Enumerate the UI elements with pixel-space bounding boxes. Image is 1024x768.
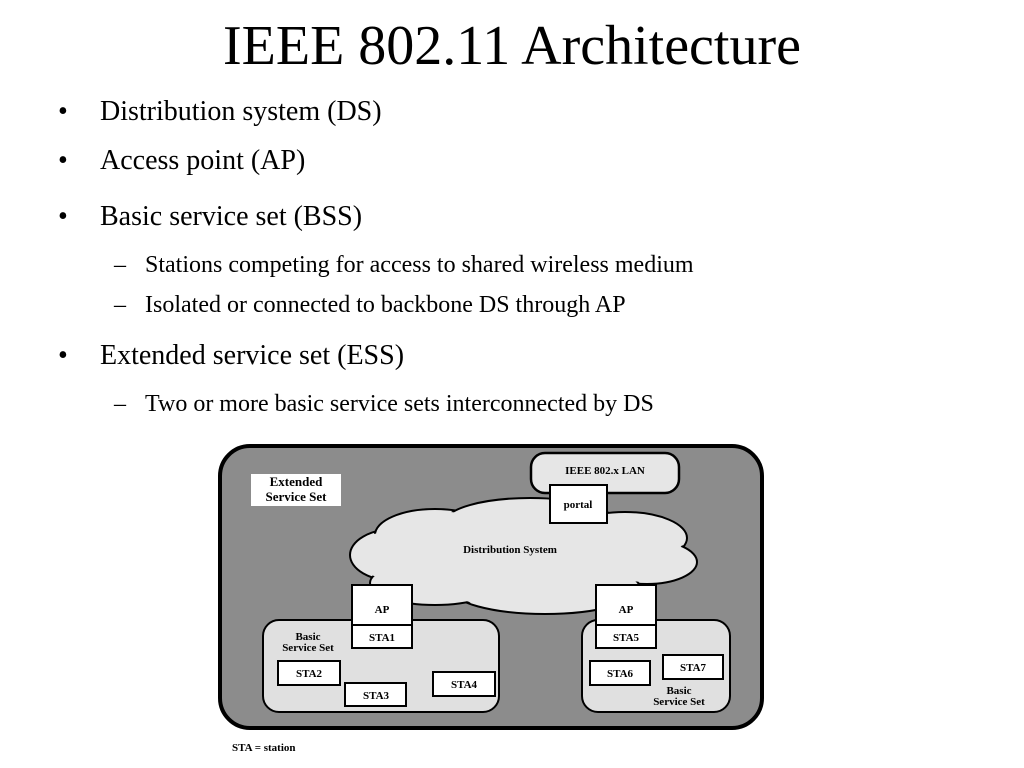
portal-label: portal xyxy=(564,499,593,511)
sta2-label: STA2 xyxy=(296,668,323,680)
portal-box xyxy=(549,484,608,524)
bss2-label-line2: Service Set xyxy=(653,696,705,708)
sub-bullet-dash: – xyxy=(114,252,126,278)
distribution-system-cloud xyxy=(349,497,698,615)
bss2-ap-box xyxy=(595,584,657,626)
bss1-ap-box xyxy=(351,584,413,626)
sta4-label: STA4 xyxy=(451,679,478,691)
bullet-text: Distribution system (DS) xyxy=(100,96,382,127)
legend-text: STA = station xyxy=(232,742,296,754)
slide-title: IEEE 802.11 Architecture xyxy=(223,15,801,77)
sta4-box xyxy=(432,671,496,697)
bss1-label-line2: Service Set xyxy=(282,642,334,654)
sta3-box xyxy=(344,682,407,707)
sta5-label: STA5 xyxy=(613,632,640,644)
sub-bullet-text: Two or more basic service sets interconn… xyxy=(145,391,654,417)
bullet-text: Basic service set (BSS) xyxy=(100,201,363,232)
bss2-label-line1: Basic xyxy=(666,685,691,697)
sub-bullet-text: Stations competing for access to shared … xyxy=(145,252,694,278)
bullet-text: Extended service set (ESS) xyxy=(100,340,405,371)
sta3-label: STA3 xyxy=(363,690,390,702)
lan-label: IEEE 802.x LAN xyxy=(565,465,645,477)
bullet-text: Access point (AP) xyxy=(100,145,306,176)
sub-bullet-dash: – xyxy=(114,292,126,318)
sub-bullet-dash: – xyxy=(114,391,126,417)
bss2-ap-label: AP xyxy=(619,604,634,616)
sub-bullet-text: Isolated or connected to backbone DS thr… xyxy=(145,292,626,318)
bullet-dot: • xyxy=(58,201,68,232)
bss1-ap-label: AP xyxy=(375,604,390,616)
ess-label-box xyxy=(251,474,341,506)
sta6-box xyxy=(589,660,651,686)
ess-label-line1: Extended xyxy=(270,474,324,489)
sta7-box xyxy=(662,654,724,680)
sta5-box xyxy=(595,624,657,649)
sta1-box xyxy=(351,624,413,649)
sta6-label: STA6 xyxy=(607,668,634,680)
sta7-label: STA7 xyxy=(680,662,707,674)
ess-diagram: Extended Service Set IEEE 802.x LAN Dist… xyxy=(218,444,764,754)
sta2-box xyxy=(277,660,341,686)
bullet-dot: • xyxy=(58,96,68,127)
sta1-label: STA1 xyxy=(369,632,395,644)
bss1-label-line1: Basic xyxy=(295,631,320,643)
ess-label-line2: Service Set xyxy=(265,489,327,504)
bullet-dot: • xyxy=(58,145,68,176)
ds-label: Distribution System xyxy=(463,544,557,556)
bullet-dot: • xyxy=(58,340,68,371)
